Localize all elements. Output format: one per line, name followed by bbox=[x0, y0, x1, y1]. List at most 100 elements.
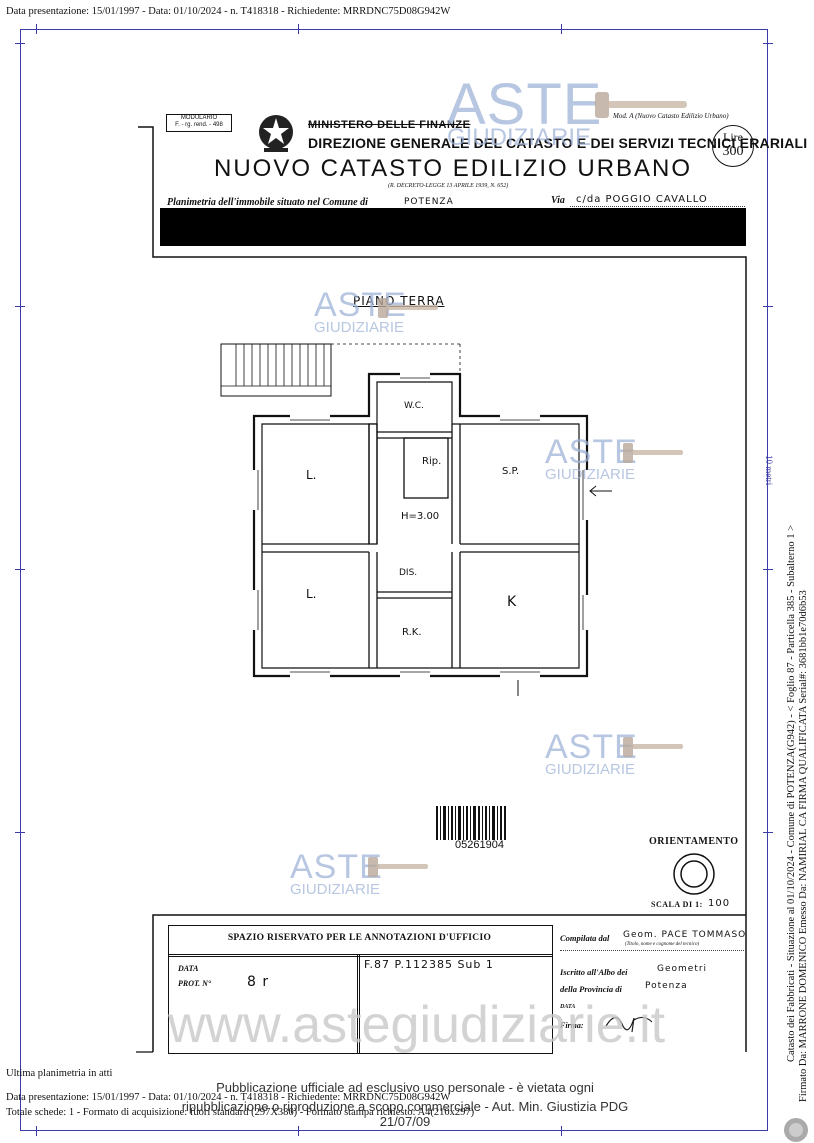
seal-icon bbox=[784, 1118, 808, 1142]
signature-icon bbox=[605, 1016, 653, 1033]
planimetria-label: Planimetria dell'immobile situato nel Co… bbox=[167, 197, 368, 208]
gavel-icon bbox=[378, 298, 438, 318]
catasto-side-text: Catasto dei Fabbricati - Situazione al 0… bbox=[786, 524, 797, 1062]
gavel-icon bbox=[368, 857, 428, 877]
frame-tick bbox=[298, 24, 299, 34]
room-l2-label: L. bbox=[306, 587, 317, 601]
room-k-label: K bbox=[507, 594, 517, 610]
gavel-icon bbox=[595, 92, 687, 118]
footer-totale: Totale schede: 1 - Formato di acquisizio… bbox=[6, 1107, 475, 1118]
scala-value: 100 bbox=[708, 898, 731, 909]
aste-watermark: ASTE GIUDIZIARIE bbox=[447, 72, 603, 151]
frame-tick bbox=[561, 1126, 562, 1136]
aste-watermark: ASTE GIUDIZIARIE bbox=[545, 433, 638, 483]
site-watermark: www.astegiudiziarie.it bbox=[168, 996, 666, 1054]
comune-value: POTENZA bbox=[404, 197, 454, 207]
gavel-icon bbox=[623, 737, 683, 757]
pubblicazione-line1: Pubblicazione ufficiale ad esclusivo uso… bbox=[216, 1080, 594, 1095]
compilata-dotline bbox=[560, 950, 746, 951]
aste-text: ASTE bbox=[290, 848, 383, 886]
provincia-value: Potenza bbox=[645, 981, 688, 991]
giudiziarie-text: GIUDIZIARIE bbox=[545, 466, 636, 483]
aste-watermark: ASTE GIUDIZIARIE bbox=[545, 728, 638, 778]
frame-tick bbox=[15, 306, 25, 307]
compass-icon bbox=[673, 853, 715, 895]
compilata-value: Geom. PACE TOMMASO bbox=[623, 930, 747, 940]
ultima-planimetria: Ultima planimetria in atti bbox=[6, 1068, 113, 1079]
compilata-label: Compilata dal bbox=[560, 933, 610, 943]
frame-tick bbox=[763, 569, 773, 570]
aste-text: ASTE bbox=[545, 728, 638, 766]
room-wc-label: W.C. bbox=[404, 401, 424, 411]
presentation-header: Data presentazione: 15/01/1997 - Data: 0… bbox=[6, 6, 451, 17]
scala-label: SCALA DI 1: bbox=[651, 900, 703, 909]
frame-tick bbox=[298, 1126, 299, 1136]
frame-tick bbox=[763, 43, 773, 44]
room-l1-label: L. bbox=[306, 468, 317, 482]
aste-watermark: ASTE GIUDIZIARIE bbox=[290, 848, 383, 898]
data2-label: DATA bbox=[560, 1004, 576, 1010]
iscritto-label: Iscritto all'Albo dei bbox=[560, 967, 628, 977]
mod-a-label: Mod. A (Nuovo Catasto Edilizio Urbano) bbox=[613, 112, 729, 120]
firma-label: Firma: bbox=[560, 1021, 584, 1030]
modulario-label: MODULARIO bbox=[180, 115, 218, 121]
office-prot-value: 8 r bbox=[247, 974, 270, 990]
floor-title: PIANO TERRA bbox=[353, 294, 445, 308]
form-title: NUOVO CATASTO EDILIZIO URBANO bbox=[214, 155, 693, 182]
giudiziarie-text: GIUDIZIARIE bbox=[447, 124, 592, 151]
via-dotline bbox=[570, 206, 745, 207]
office-prot-label: PROT. N° bbox=[178, 979, 212, 988]
room-rip-label: Rip. bbox=[422, 456, 442, 467]
via-label: Via bbox=[551, 195, 565, 206]
giudiziarie-text: GIUDIZIARIE bbox=[290, 881, 381, 898]
room-rk-label: R.K. bbox=[402, 627, 422, 638]
office-left-cell bbox=[168, 954, 360, 1054]
aste-text: ASTE bbox=[545, 433, 638, 471]
iscritto-value: Geometri bbox=[657, 964, 708, 974]
office-right-cell bbox=[357, 954, 553, 1054]
frame-tick bbox=[561, 24, 562, 34]
via-value: c/da POGGIO CAVALLO bbox=[576, 194, 708, 205]
frame-tick bbox=[36, 24, 37, 34]
frame-tick bbox=[15, 43, 25, 44]
decreto-label: (R. DECRETO-LEGGE 13 APRILE 1939, N. 652… bbox=[388, 183, 509, 189]
frame-tick bbox=[15, 569, 25, 570]
gavel-icon bbox=[623, 443, 683, 463]
giudiziarie-text: GIUDIZIARIE bbox=[545, 761, 636, 778]
provincia-label: della Provincia di bbox=[560, 984, 622, 994]
scale-meters-label: 10 metri bbox=[764, 455, 774, 486]
firmato-side-text: Firmato Da: MARRONE DOMENICO Emesso Da: … bbox=[798, 590, 809, 1102]
frame-tick bbox=[15, 832, 25, 833]
redaction-bar bbox=[160, 208, 746, 246]
footer-data-line: Data presentazione: 15/01/1997 - Data: 0… bbox=[6, 1092, 451, 1103]
barcode-icon bbox=[436, 806, 506, 840]
frame-tick bbox=[763, 306, 773, 307]
aste-text: ASTE bbox=[447, 72, 603, 137]
modulario-box: MODULARIO F. - rg. rend. - 498 bbox=[166, 114, 232, 132]
lire-label: Lire bbox=[723, 130, 743, 144]
republic-emblem-icon bbox=[259, 115, 293, 152]
office-ref: F.87 P.112385 Sub 1 bbox=[364, 958, 494, 971]
orientamento-label: ORIENTAMENTO bbox=[649, 836, 739, 847]
direzione-label: DIREZIONE GENERALE DEL CATASTO E DEI SER… bbox=[308, 135, 808, 151]
page-frame bbox=[20, 29, 768, 1131]
office-title-box bbox=[168, 925, 553, 957]
pubblicazione-line2: ripubblicazione o riproduzione a scopo c… bbox=[181, 1099, 629, 1129]
giudiziarie-text: GIUDIZIARIE bbox=[314, 319, 405, 336]
room-dis-label: DIS. bbox=[399, 568, 418, 578]
lire-value: 300 bbox=[722, 144, 744, 159]
office-title: SPAZIO RISERVATO PER LE ANNOTAZIONI D'UF… bbox=[227, 933, 492, 943]
height-label: H=3.00 bbox=[401, 511, 440, 522]
aste-watermark: ASTE GIUDIZIARIE bbox=[314, 288, 407, 336]
lire-stamp: Lire 300 bbox=[712, 125, 754, 167]
frame-tick bbox=[36, 1126, 37, 1136]
room-sp-label: S.P. bbox=[502, 466, 520, 477]
modulario-sub: F. - rg. rend. - 498 bbox=[175, 122, 223, 128]
barcode-number: 05261904 bbox=[455, 839, 504, 851]
compilata-sub: (Titolo, nome e cognome del tecnico) bbox=[625, 942, 700, 947]
frame-tick bbox=[763, 832, 773, 833]
office-data-label: DATA bbox=[178, 964, 199, 973]
ministero-label: MINISTERO DELLE FINANZE bbox=[308, 119, 471, 131]
